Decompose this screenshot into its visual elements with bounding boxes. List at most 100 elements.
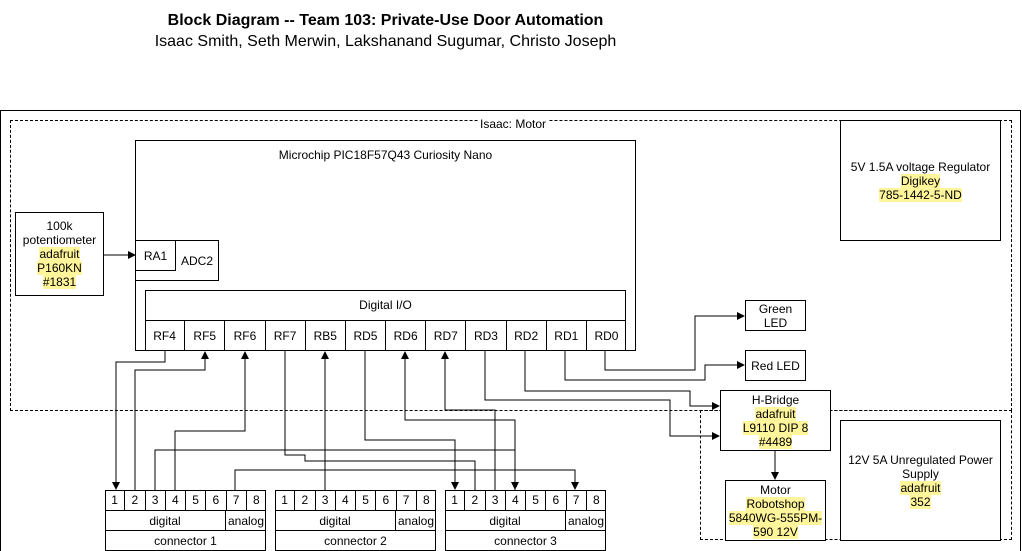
connector-pin: 1 bbox=[281, 493, 288, 507]
connector-pin: 2 bbox=[124, 490, 144, 510]
wire-rd3 bbox=[484, 351, 720, 440]
connector-pin-row: 1 2 3 4 5 6 7 8 bbox=[105, 490, 266, 511]
connector-pin: 7 bbox=[225, 490, 246, 510]
red-led-block: Red LED bbox=[745, 350, 806, 381]
wire-rf6 bbox=[174, 351, 249, 490]
connector-analog-label: analog bbox=[565, 511, 606, 530]
power-supply-block: 12V 5A Unregulated Power Supply adafruit… bbox=[840, 420, 1001, 541]
motor-block: Motor Robotshop 5840WG-555PM- 590 12V bbox=[725, 480, 826, 541]
regulator-vendor: Digikey bbox=[900, 173, 941, 188]
connector-pin: 2 bbox=[294, 490, 314, 510]
connector-2: 1 2 3 4 5 6 7 8 digital analog connector… bbox=[275, 490, 436, 551]
motor-part2: 590 12V bbox=[753, 524, 798, 539]
adc-label: ADC2 bbox=[180, 253, 213, 268]
hbridge-line1: H-Bridge bbox=[751, 392, 800, 407]
digital-io-label: Digital I/O bbox=[359, 298, 412, 312]
green-led-line2: LED bbox=[763, 315, 788, 330]
mcu-name: Microchip PIC18F57Q43 Curiosity Nano bbox=[278, 148, 493, 162]
connector-pin-row: 1 2 3 4 5 6 7 8 bbox=[275, 490, 436, 511]
diagram-title: Block Diagram -- Team 103: Private-Use D… bbox=[167, 12, 604, 29]
wire-rd5 bbox=[364, 351, 459, 490]
connector-pin: 1 bbox=[111, 493, 118, 507]
regulator-part: 785-1442-5-ND bbox=[879, 187, 962, 202]
diagram-authors: Isaac Smith, Seth Merwin, Lakshanand Sug… bbox=[154, 33, 617, 50]
connector-pin: 7 bbox=[395, 490, 416, 510]
pin-rd2: RD2 bbox=[505, 321, 546, 351]
connector-pin: 8 bbox=[245, 490, 266, 510]
connector-pin: 5 bbox=[355, 490, 375, 510]
motor-part1: 5840WG-555PM- bbox=[728, 510, 823, 525]
ra1-label: RA1 bbox=[143, 248, 168, 263]
wire-rd0 bbox=[604, 312, 745, 371]
connector-pin: 7 bbox=[565, 490, 586, 510]
wire-c1p7-c3p7 bbox=[234, 469, 579, 490]
potentiometer-part: P160KN bbox=[37, 261, 82, 275]
connector-pin: 6 bbox=[545, 490, 565, 510]
pin-rd3: RD3 bbox=[465, 321, 505, 351]
power-line2: Supply bbox=[902, 466, 939, 481]
power-part: 352 bbox=[910, 494, 931, 509]
pin-rd1: RD1 bbox=[545, 321, 586, 351]
connector-pin: 5 bbox=[185, 490, 205, 510]
region-label: Isaac: Motor bbox=[478, 117, 549, 131]
connector-pin-row: 1 2 3 4 5 6 7 8 bbox=[445, 490, 606, 511]
wire-rd2 bbox=[524, 351, 720, 410]
potentiometer-vendor: adafruit bbox=[39, 247, 80, 261]
potentiometer-block: 100k potentiometer adafruit P160KN #1831 bbox=[15, 212, 104, 296]
connector-name: connector 1 bbox=[154, 534, 217, 548]
potentiometer-id: #1831 bbox=[42, 275, 77, 289]
hbridge-part: L9110 DIP 8 bbox=[742, 420, 809, 435]
pin-rf4: RF4 bbox=[153, 329, 176, 343]
pin-rf6: RF6 bbox=[224, 321, 264, 351]
connector-analog-label: analog bbox=[395, 511, 436, 530]
regulator-block: 5V 1.5A voltage Regulator Digikey 785-14… bbox=[840, 120, 1001, 241]
pin-row: RF4 RF5 RF6 RF7 RB5 RD5 RD6 RD7 RD3 RD2 … bbox=[145, 320, 626, 351]
connector-digital-label: digital bbox=[489, 513, 521, 528]
outer-frame bbox=[0, 110, 1021, 551]
potentiometer-line2: potentiometer bbox=[22, 233, 97, 247]
red-led-label: Red LED bbox=[751, 358, 800, 373]
connector-digital-label: digital bbox=[319, 513, 351, 528]
connector-name: connector 2 bbox=[324, 534, 387, 548]
connector-pin: 3 bbox=[314, 490, 335, 510]
pin-rf5: RF5 bbox=[184, 321, 224, 351]
pin-rd5: RD5 bbox=[344, 321, 385, 351]
connector-pin: 8 bbox=[585, 490, 606, 510]
ra1-pin: RA1 bbox=[135, 240, 176, 271]
power-vendor: adafruit bbox=[900, 480, 941, 495]
pin-rd0: RD0 bbox=[585, 321, 626, 351]
power-line1: 12V 5A Unregulated Power bbox=[848, 452, 993, 467]
pin-rf7: RF7 bbox=[264, 321, 305, 351]
hbridge-id: #4489 bbox=[758, 434, 793, 449]
wire-rf7 bbox=[284, 351, 476, 490]
connector-pin: 3 bbox=[144, 490, 165, 510]
connector-pin: 2 bbox=[464, 490, 484, 510]
pin-rb5: RB5 bbox=[304, 321, 345, 351]
connector-pin: 3 bbox=[484, 490, 505, 510]
connector-pin: 6 bbox=[375, 490, 395, 510]
wire-rd1 bbox=[564, 351, 745, 381]
connector-pin: 1 bbox=[451, 493, 458, 507]
connector-pin: 4 bbox=[504, 490, 525, 510]
connector-pin: 4 bbox=[164, 490, 185, 510]
green-led-block: Green LED bbox=[745, 300, 806, 331]
connector-pin: 5 bbox=[525, 490, 545, 510]
green-led-line1: Green bbox=[758, 301, 793, 316]
pin-rd7: RD7 bbox=[425, 321, 465, 351]
wire-rf4 bbox=[112, 351, 166, 490]
potentiometer-line1: 100k bbox=[46, 219, 73, 233]
wire-rd7 bbox=[441, 351, 496, 490]
connector-3: 1 2 3 4 5 6 7 8 digital analog connector… bbox=[445, 490, 606, 551]
connector-pin: 6 bbox=[205, 490, 225, 510]
motor-line1: Motor bbox=[760, 482, 791, 497]
connector-pin: 4 bbox=[334, 490, 355, 510]
pin-rd6: RD6 bbox=[385, 321, 425, 351]
wire-rd6 bbox=[401, 351, 516, 490]
connector-pin: 8 bbox=[415, 490, 436, 510]
wire-rf5 bbox=[134, 351, 209, 490]
connector-name: connector 3 bbox=[494, 534, 557, 548]
connector-digital-label: digital bbox=[149, 513, 181, 528]
motor-vendor: Robotshop bbox=[746, 496, 805, 511]
